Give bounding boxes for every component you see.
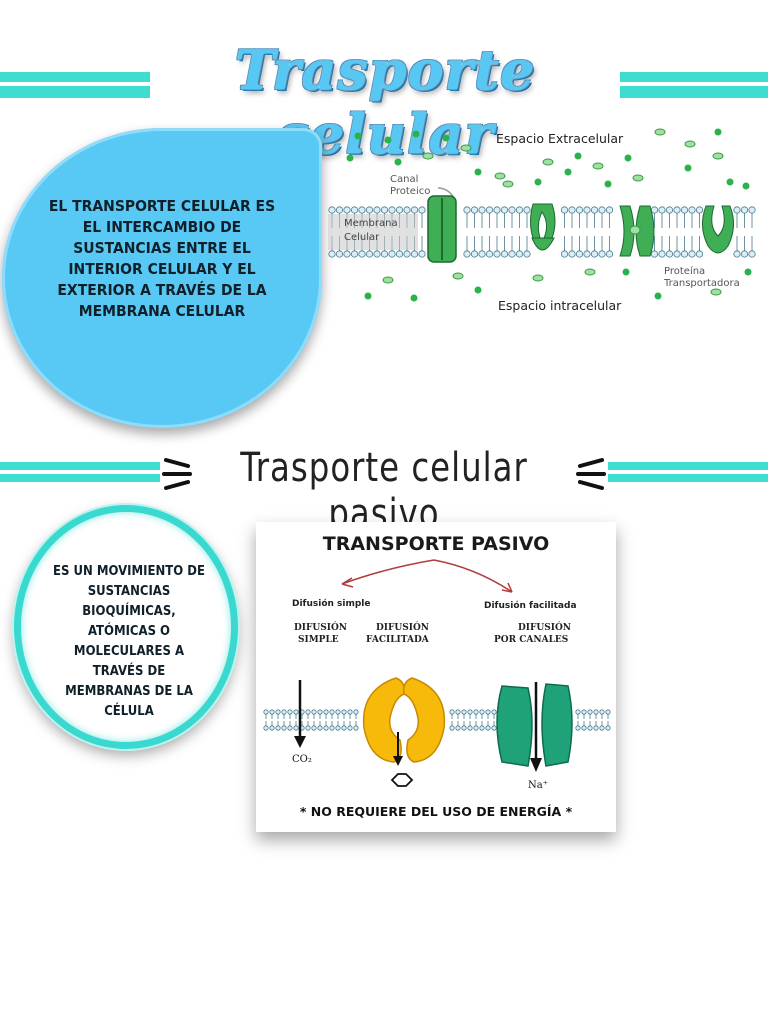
extracellular-particles: [346, 128, 750, 190]
branch-left-label: Difusión simple: [292, 598, 371, 609]
protein-channel: [427, 195, 457, 263]
col2-line2: FACILITADA: [366, 635, 430, 645]
membrane-label-1: Membrana: [344, 218, 398, 229]
intracellular-particles: [364, 268, 752, 302]
col1-line1: DIFUSIÓN: [294, 621, 347, 633]
channel-label-2: Proteico: [390, 186, 430, 197]
channel-protein-green: [496, 682, 573, 772]
intro-drop-card: EL TRANSPORTE CELULAR ES EL INTERCAMBIO …: [2, 128, 322, 428]
carrier-label-2: Transportadora: [663, 278, 740, 289]
branch-right-label: Difusión facilitada: [484, 600, 577, 611]
col2-line1: DIFUSIÓN: [376, 621, 429, 633]
left-bracket-icon: [162, 458, 192, 490]
na-label: Na⁺: [528, 780, 548, 791]
col3-line2: POR CANALES: [494, 635, 568, 645]
carrier-label-1: Proteína: [664, 265, 705, 277]
carrier-protein-yellow: [362, 677, 446, 787]
definition-ring: ES UN MOVIMIENTO DE SUSTANCIAS BIOQUÍMIC…: [14, 505, 238, 749]
definition-text: ES UN MOVIMIENTO DE SUSTANCIAS BIOQUÍMIC…: [53, 564, 205, 719]
extracellular-label: Espacio Extracelular: [496, 131, 624, 146]
panel-title: TRANSPORTE PASIVO: [323, 533, 549, 555]
simple-diffusion-arrow: [294, 680, 306, 748]
section-heading: Trasporte celular pasivo: [160, 445, 608, 537]
intro-text: EL TRANSPORTE CELULAR ES EL INTERCAMBIO …: [48, 197, 276, 320]
channel-label-1: Canal: [390, 174, 418, 185]
intracellular-label: Espacio intracelular: [498, 298, 622, 313]
right-bracket-icon: [576, 458, 606, 490]
passive-transport-diagram: TRANSPORTE PASIVO Difusión simple Difusi…: [263, 533, 611, 819]
section-title: Trasporte celular pasivo: [240, 445, 528, 537]
membrane-diagram: Espacio Extracelular Canal Proteico Memb…: [328, 128, 756, 313]
branch-arrow-left: [341, 559, 435, 585]
passive-transport-panel: TRANSPORTE PASIVO Difusión simple Difusi…: [256, 522, 616, 832]
panel-membrane: [263, 709, 611, 731]
col1-line2: SIMPLE: [298, 635, 339, 645]
panel-footer: * NO REQUIERE DEL USO DE ENERGÍA *: [300, 804, 573, 819]
col3-line1: DIFUSIÓN: [518, 621, 571, 633]
carrier-proteins: [530, 203, 734, 257]
membrane-label-2: Celular: [344, 232, 380, 243]
branch-arrow-right: [433, 559, 513, 593]
co2-label: CO₂: [292, 754, 312, 765]
